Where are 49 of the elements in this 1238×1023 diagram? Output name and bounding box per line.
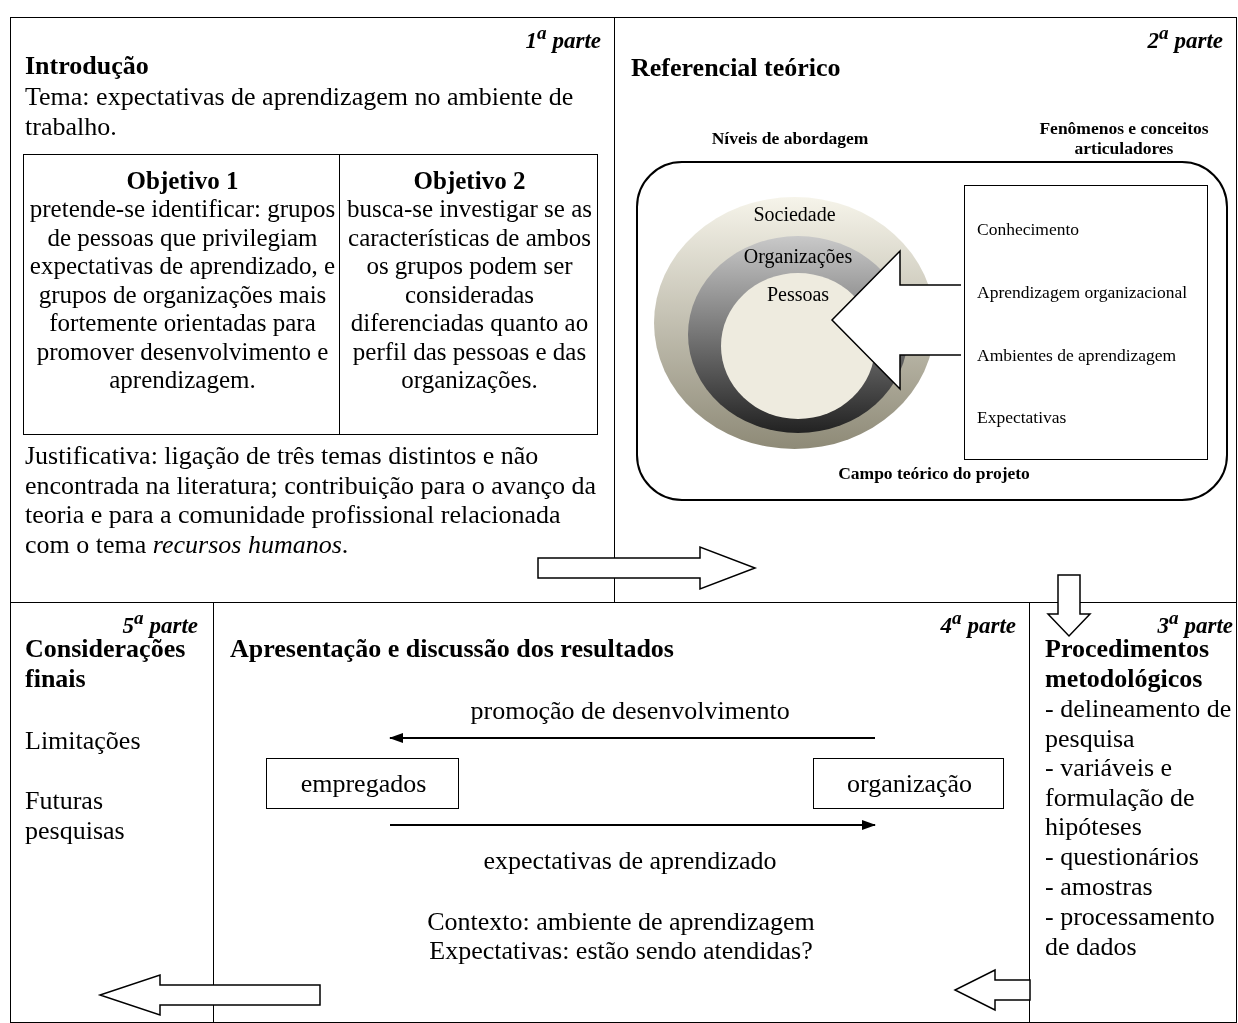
concept-label: Expectativas <box>977 407 1068 428</box>
part-label: 3$^{a}$ parte <box>1157 606 1233 638</box>
box-label: organização <box>845 769 974 799</box>
body-text: Limitações <box>25 726 142 756</box>
level-label: Sociedade <box>752 202 837 226</box>
level-label: Organizações <box>742 244 854 268</box>
process-box <box>813 758 1004 809</box>
section-heading: Introdução <box>25 51 150 81</box>
block-arrow <box>830 249 962 391</box>
arrow <box>389 820 876 830</box>
block-arrow <box>953 968 1031 1012</box>
arrow <box>389 733 876 743</box>
concept-label: Aprendizagem organizacional <box>977 282 1189 303</box>
section-heading: Referencial teórico <box>631 53 842 83</box>
list-item: - delineamento de pesquisa <box>1045 694 1233 753</box>
body-text: Justificativa: ligação de três temas distintos e não encontrada na literatura; contribuição para o avanço da teoria e para a comunidade profissional relacionada com o tema recursos humanos. <box>25 441 597 559</box>
concepts-box <box>964 185 1208 460</box>
block-arrow <box>97 973 321 1017</box>
process-box <box>266 758 459 809</box>
frame-caption: Campo teórico do projeto <box>837 463 1031 484</box>
objective-heading: Objetivo 1 <box>125 167 240 195</box>
objective-box <box>23 154 340 435</box>
label-text: Níveis de abordagem <box>710 128 870 149</box>
label-text: Fenômenos e conceitos articuladores <box>1038 118 1210 159</box>
objective-heading: Objetivo 2 <box>412 167 527 195</box>
block-arrow <box>537 545 758 591</box>
part-label: 4$^{a}$ parte <box>939 606 1016 640</box>
part-label: 5$^{a}$ parte <box>122 606 198 638</box>
concept-label: Ambientes de aprendizagem <box>977 345 1178 366</box>
body-text: Futuras pesquisas <box>25 786 126 845</box>
section-panel <box>10 602 214 1023</box>
list-item: - questionários <box>1045 842 1200 872</box>
inner-circle <box>721 273 875 419</box>
section-heading: Apresentação e discussão dos resultados <box>230 634 675 664</box>
level-label: Pessoas <box>765 282 831 306</box>
block-arrow <box>1046 574 1092 638</box>
list-item: - variáveis e formulação de hipóteses <box>1045 753 1196 842</box>
concept-label: Conhecimento <box>977 219 1081 240</box>
objective-box <box>339 154 598 435</box>
body-text: pretende-se identificar: grupos de pessoas que privilegiam expectativas de aprendizado, e grupos de organizações mais fortemente orientadas para promover desenvolvimento e aprendizagem. <box>28 195 337 395</box>
body-text: Expectativas: estão sendo atendidas? <box>428 936 814 966</box>
part-label: 1$^{a}$ parte <box>524 21 601 55</box>
part-label: 2$^{a}$ parte <box>1146 21 1223 55</box>
body-text: Contexto: ambiente de aprendizagem <box>426 907 816 937</box>
list-item: - amostras <box>1045 872 1154 902</box>
body-text: busca-se investigar se as características de ambos os grupos podem ser consideradas diferenciadas quanto ao perfil das pessoas e das organizações. <box>345 195 594 395</box>
body-text: Tema: expectativas de aprendizagem no ambiente de trabalho. <box>25 82 575 141</box>
list-item: - processamento de dados <box>1045 902 1216 961</box>
box-label: empregados <box>299 769 428 799</box>
